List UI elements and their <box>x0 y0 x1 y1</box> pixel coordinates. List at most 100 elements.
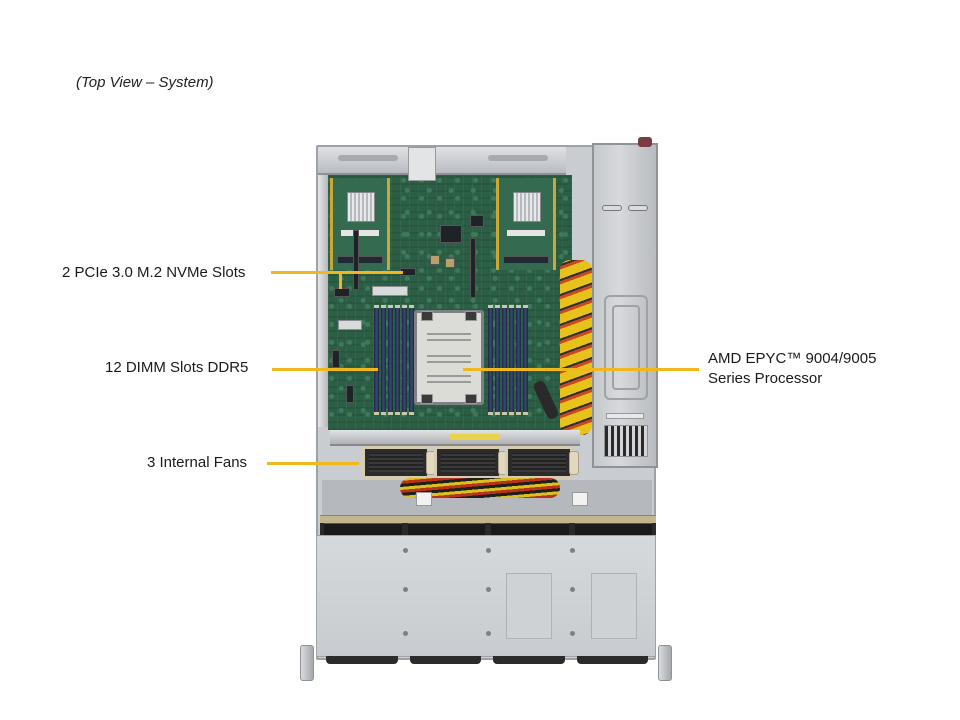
internal-fan-1 <box>362 446 436 479</box>
fan-icon <box>441 453 495 472</box>
callout-line-branch <box>339 271 342 289</box>
backplane-power-cables <box>400 478 560 498</box>
screw <box>403 548 408 553</box>
screw <box>486 548 491 553</box>
riser-card-left <box>330 178 390 270</box>
heatsink-screw <box>421 311 433 321</box>
drive-bezel <box>493 656 565 664</box>
warning-label <box>450 434 500 440</box>
dimm-slot <box>395 305 400 415</box>
cover-panel <box>591 573 637 639</box>
callout-label-line2: Series Processor <box>708 370 823 387</box>
callout-line <box>267 462 359 465</box>
rear-io-rail <box>318 147 566 181</box>
dimm-slot <box>381 305 386 415</box>
riser-heatsink <box>347 192 375 222</box>
screw <box>570 631 575 636</box>
screw <box>570 587 575 592</box>
callout-label: 12 DIMM Slots DDR5 <box>105 359 249 376</box>
front-drive-bezels <box>320 656 654 664</box>
heatsink-text <box>427 381 471 383</box>
power-supply <box>592 137 658 468</box>
screw <box>403 587 408 592</box>
riser-heatsink <box>513 192 541 222</box>
riser-card-right <box>496 178 556 270</box>
view-title: (Top View – System) <box>76 74 214 91</box>
heatsink-screw <box>465 394 477 404</box>
riser-label <box>341 230 379 236</box>
drive-bezel <box>576 656 648 664</box>
callout-line <box>463 368 699 371</box>
psu-panel <box>604 295 648 400</box>
heatsink-text <box>427 355 471 357</box>
callout-label: 2 PCIe 3.0 M.2 NVMe Slots <box>62 264 246 281</box>
fan-icon <box>512 453 566 472</box>
header-block <box>372 286 408 296</box>
internal-fan-2 <box>434 446 508 479</box>
dimm-slot <box>495 305 500 415</box>
rack-handle-right <box>658 645 672 681</box>
screw <box>403 631 408 636</box>
chassis-side-wall <box>318 147 328 427</box>
drive-bay <box>407 523 485 535</box>
dimm-slot <box>523 305 528 415</box>
power-connector <box>416 492 432 506</box>
pcie-slot <box>470 238 476 298</box>
bmc-chip <box>440 225 462 243</box>
psu-label <box>606 413 644 419</box>
sata-port <box>332 350 340 368</box>
drive-bay <box>574 523 652 535</box>
drive-bay <box>491 523 569 535</box>
fan-latch <box>569 451 579 475</box>
callout-line <box>272 368 378 371</box>
rail-cutout <box>488 155 548 161</box>
psu-panel-inner <box>612 305 640 390</box>
chip <box>445 258 455 268</box>
heatsink-screw <box>465 311 477 321</box>
m2-connector <box>503 256 549 264</box>
heatsink-text <box>427 361 471 363</box>
drive-bays <box>320 523 656 535</box>
heatsink-screw <box>421 394 433 404</box>
dimm-slot <box>502 305 507 415</box>
psu-release-tab <box>638 137 652 147</box>
psu-slot <box>602 205 622 211</box>
psu-slot <box>628 205 648 211</box>
pcie-slot <box>353 230 359 290</box>
dimm-slot <box>488 305 493 415</box>
cover-panel <box>506 573 552 639</box>
drive-bezel <box>409 656 481 664</box>
dimm-bank-left <box>374 305 414 415</box>
drive-bezel <box>326 656 398 664</box>
heatsink-text <box>427 375 471 377</box>
fan-bracket <box>330 430 580 446</box>
heatsink-text <box>427 333 471 335</box>
m2-connector <box>337 256 383 264</box>
dimm-bank-right <box>488 305 528 415</box>
screw <box>486 631 491 636</box>
callout-line <box>271 271 403 274</box>
screw <box>570 548 575 553</box>
callout-label-line1: AMD EPYC™ 9004/9005 <box>708 350 877 367</box>
sata-port <box>346 385 354 403</box>
rear-connector <box>408 147 436 181</box>
screw <box>486 587 491 592</box>
dimm-slot <box>409 305 414 415</box>
dimm-slot <box>402 305 407 415</box>
dimm-slot <box>516 305 521 415</box>
m2-slot-connector <box>334 288 350 297</box>
psu-vent <box>604 425 648 457</box>
callout-label: 3 Internal Fans <box>147 454 248 471</box>
heatsink-text <box>427 339 471 341</box>
power-connector <box>572 492 588 506</box>
fan-icon <box>369 453 423 472</box>
power-cable-bundle <box>560 260 592 435</box>
dimm-slot <box>509 305 514 415</box>
chip <box>470 215 484 227</box>
cpu-heatsink <box>414 310 484 405</box>
rack-handle-left <box>300 645 314 681</box>
board-label <box>338 320 362 330</box>
rail-cutout <box>338 155 398 161</box>
chip <box>430 255 440 265</box>
internal-fan-3 <box>505 446 579 479</box>
